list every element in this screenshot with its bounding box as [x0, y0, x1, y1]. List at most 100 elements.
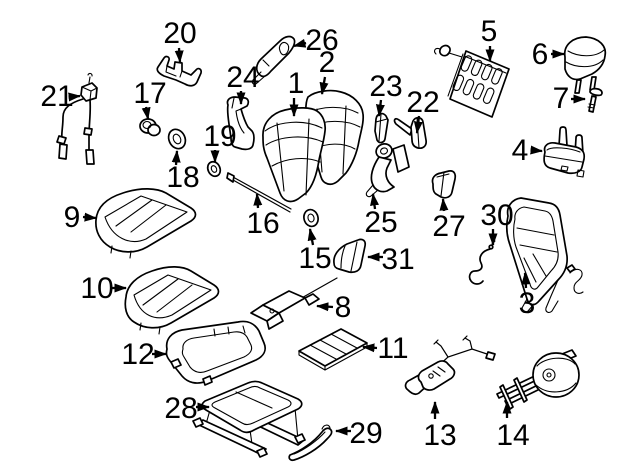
part-21-drawing: [56, 72, 98, 165]
part-callout-31[interactable]: 31: [367, 243, 415, 276]
part-number-label: 2: [319, 46, 336, 79]
callout-arrow-icon: [375, 99, 385, 117]
part-callout-1[interactable]: 1: [288, 67, 305, 117]
callout-arrow-icon: [362, 343, 378, 353]
part-number-label: 22: [406, 86, 439, 119]
part-12-drawing: [165, 320, 266, 386]
part-31-drawing: [333, 238, 367, 274]
part-number-label: 16: [246, 207, 279, 240]
part-callout-22[interactable]: 22: [406, 86, 440, 134]
callout-arrow-icon: [174, 47, 184, 63]
part-number-label: 17: [133, 77, 166, 110]
part-callout-27[interactable]: 27: [432, 198, 466, 243]
part-number-label: 12: [121, 338, 154, 371]
part-15-drawing: [303, 208, 319, 228]
part-callout-23[interactable]: 23: [369, 70, 403, 117]
part-callout-18[interactable]: 18: [166, 150, 200, 194]
part-number-label: 10: [80, 272, 113, 305]
part-number-label: 24: [226, 61, 259, 94]
part-callout-30[interactable]: 30: [480, 199, 514, 246]
part-22-drawing: [393, 116, 427, 150]
part-callout-4[interactable]: 4: [512, 134, 543, 167]
part-callout-17[interactable]: 17: [133, 77, 167, 120]
part-callout-26[interactable]: 26: [293, 24, 339, 57]
part-number-label: 21: [40, 80, 73, 113]
callout-arrow-icon: [141, 106, 151, 120]
part-callout-2[interactable]: 2: [319, 46, 336, 95]
callout-arrow-icon: [439, 198, 449, 212]
part-callout-25[interactable]: 25: [364, 193, 398, 239]
part-callout-13[interactable]: 13: [423, 401, 457, 452]
callout-arrow-icon: [307, 228, 317, 246]
part-callout-3[interactable]: 3: [519, 272, 536, 320]
part-callout-12[interactable]: 12: [121, 338, 167, 371]
part-number-label: 20: [163, 17, 196, 50]
part-9-drawing: [95, 188, 197, 259]
part-number-label: 9: [64, 201, 81, 234]
part-25-drawing: [365, 143, 410, 198]
part-number-label: 8: [335, 291, 352, 324]
part-number-label: 15: [298, 242, 331, 275]
part-number-label: 6: [532, 38, 549, 71]
callout-arrow-icon: [82, 212, 97, 222]
part-number-label: 3: [519, 287, 536, 320]
part-8-drawing: [250, 277, 338, 330]
part-callout-15[interactable]: 15: [298, 228, 332, 275]
part-callout-24[interactable]: 24: [226, 61, 260, 105]
callout-arrow-icon: [530, 145, 543, 155]
part-number-label: 30: [480, 199, 513, 232]
part-callout-6[interactable]: 6: [532, 38, 565, 71]
part-callout-19[interactable]: 19: [203, 120, 237, 163]
part-number-label: 13: [423, 419, 456, 452]
callout-arrow-icon: [413, 115, 423, 134]
parts-layer: [56, 35, 607, 462]
callout-arrow-icon: [316, 302, 334, 312]
part-callout-28[interactable]: 28: [164, 392, 210, 425]
part-callout-7[interactable]: 7: [553, 82, 586, 115]
part-5-drawing: [434, 44, 510, 118]
part-20-drawing: [156, 55, 202, 87]
part-4-drawing: [543, 126, 586, 178]
part-19-drawing: [206, 160, 222, 178]
part-6-drawing: [563, 36, 607, 94]
part-11-drawing: [298, 328, 368, 371]
part-callout-8[interactable]: 8: [316, 291, 352, 324]
part-number-label: 14: [496, 419, 529, 452]
callout-arrow-icon: [68, 92, 81, 102]
part-callout-10[interactable]: 10: [80, 272, 127, 305]
part-callout-16[interactable]: 16: [246, 193, 280, 240]
part-callout-20[interactable]: 20: [163, 17, 197, 63]
part-callout-9[interactable]: 9: [64, 201, 97, 234]
part-callout-29[interactable]: 29: [335, 417, 383, 450]
part-number-label: 27: [432, 210, 465, 243]
part-23-drawing: [374, 112, 389, 144]
part-24-drawing: [226, 96, 255, 151]
part-7-drawing: [587, 87, 603, 113]
part-number-label: 31: [381, 243, 414, 276]
part-number-label: 11: [377, 332, 408, 365]
part-callout-21[interactable]: 21: [40, 80, 81, 113]
part-callout-5[interactable]: 5: [481, 15, 498, 62]
part-number-label: 5: [481, 15, 498, 48]
part-number-label: 25: [364, 206, 397, 239]
part-10-drawing: [124, 266, 220, 335]
part-30-drawing: [468, 240, 496, 285]
part-17-drawing: [139, 118, 161, 137]
part-number-label: 29: [349, 417, 382, 450]
part-27-drawing: [431, 170, 457, 199]
part-13-drawing: [404, 335, 496, 396]
part-number-label: 28: [164, 392, 197, 425]
part-number-label: 26: [305, 24, 338, 57]
part-callout-11[interactable]: 11: [362, 332, 409, 365]
callout-arrow-icon: [253, 193, 263, 209]
part-number-label: 7: [553, 82, 570, 115]
part-callout-14[interactable]: 14: [496, 401, 530, 452]
part-number-label: 1: [288, 67, 305, 100]
part-28-drawing: [192, 380, 306, 458]
part-number-label: 19: [203, 120, 236, 153]
part-number-label: 18: [166, 161, 199, 194]
part-1-drawing: [262, 107, 327, 203]
part-14-drawing: [496, 349, 580, 410]
